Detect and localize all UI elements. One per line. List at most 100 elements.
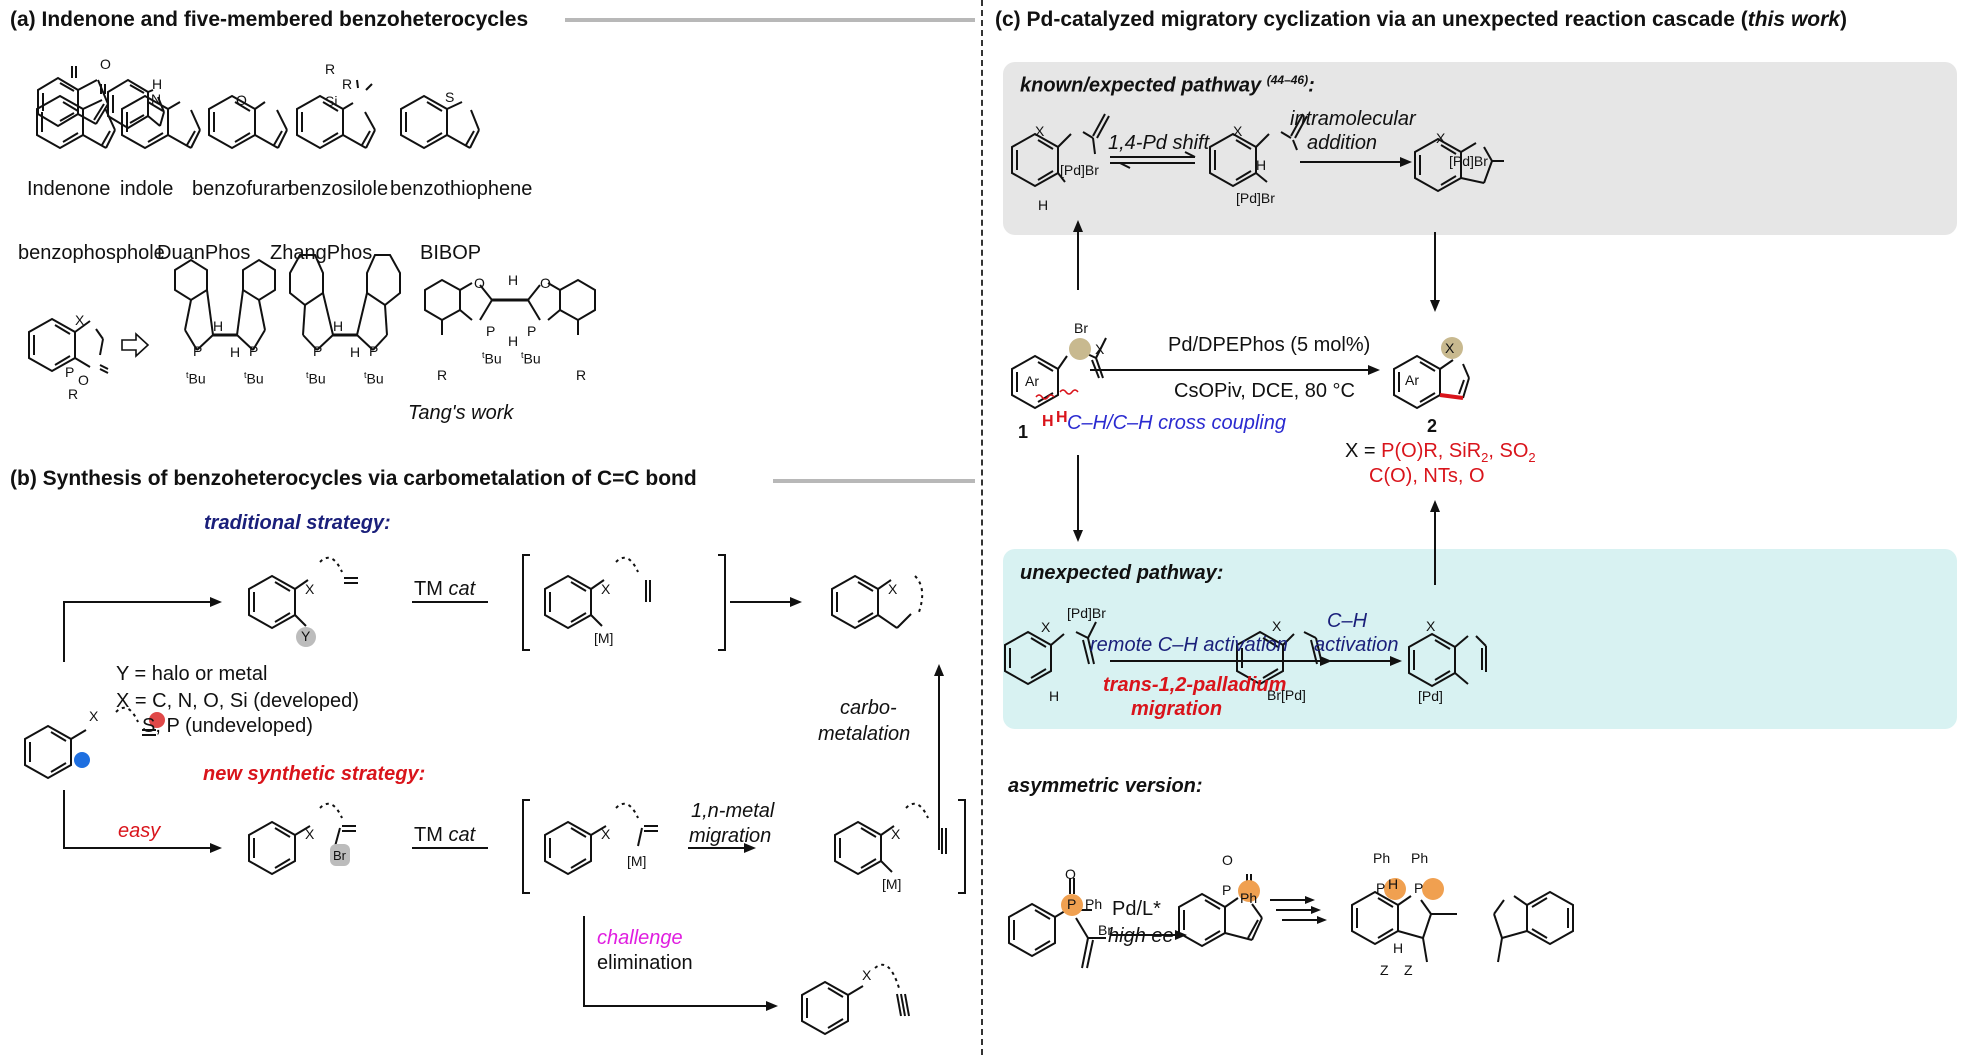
open-arrow-icon xyxy=(121,332,150,358)
metal-migration-label-2: migration xyxy=(689,825,772,847)
section-b-title: (b) Synthesis of benzoheterocycles via c… xyxy=(10,467,697,490)
metal-migration-label-1: 1,n-metal xyxy=(691,800,775,822)
conditions-top: Pd/DPEPhos (5 mol%) xyxy=(1168,334,1371,356)
x-definition: X = C, N, O, Si (developed) xyxy=(116,690,359,712)
known-pathway-label: known/expected pathway (44–46): xyxy=(1020,73,1315,97)
atom-label: X xyxy=(89,708,99,724)
atom-label: X xyxy=(1095,341,1105,357)
atom-label: X xyxy=(888,581,898,597)
y-definition: Y = halo or metal xyxy=(116,663,268,685)
row1-heterocycles xyxy=(36,79,480,150)
blue-ch-dot xyxy=(74,752,90,768)
compound-name: DuanPhos xyxy=(157,242,251,264)
coupling-label: C–H/C–H cross coupling xyxy=(1067,412,1286,434)
atom-label: X xyxy=(1035,123,1045,139)
atom-label: P xyxy=(249,343,259,359)
atom-label: Br xyxy=(333,848,346,863)
atom-label: X xyxy=(1436,130,1446,146)
section-b-scheme xyxy=(24,554,966,1036)
atom-label: P xyxy=(1067,896,1077,912)
atom-label: O xyxy=(1222,852,1233,868)
easy-label: easy xyxy=(118,820,161,842)
traditional-route-arrow xyxy=(63,601,210,662)
atom-label: P xyxy=(486,323,496,339)
ch-activation-label-1: C–H xyxy=(1327,610,1368,632)
pd-shift-label: 1,4-Pd shift xyxy=(1108,132,1210,154)
p-highlight xyxy=(1238,880,1260,902)
traditional-strategy-label: traditional strategy: xyxy=(204,512,391,534)
atom-label: Si xyxy=(325,93,338,109)
atom-label: [Pd]Br xyxy=(1067,605,1106,621)
high-ee-label: high ee xyxy=(1108,925,1174,947)
atom-label: O xyxy=(1065,866,1076,882)
panel-divider xyxy=(981,0,983,1055)
compound-name: ZhangPhos xyxy=(270,242,373,264)
atom-label: X xyxy=(1445,340,1455,356)
remote-ch-label: remote C–H activation xyxy=(1090,634,1288,656)
start-benzene xyxy=(24,706,156,780)
atom-label: H xyxy=(333,318,344,334)
multistep-arrows-icon xyxy=(1270,896,1327,924)
section-c-title: (c) Pd-catalyzed migratory cyclization v… xyxy=(995,8,1847,31)
compound-1-label: 1 xyxy=(1018,422,1029,442)
compound-name: Indenone xyxy=(27,178,111,200)
x-definition-2: S, P (undeveloped) xyxy=(142,715,313,737)
atom-label: [M] xyxy=(882,876,902,892)
tangs-work-note: Tang's work xyxy=(408,402,514,424)
atom-label: P xyxy=(527,323,537,339)
atom-label: X xyxy=(1272,618,1282,634)
atom-label: P xyxy=(1222,882,1232,898)
bond-squiggle xyxy=(1035,394,1055,400)
atom-label: P xyxy=(313,343,323,359)
atom-label: [Pd]Br xyxy=(1060,162,1099,178)
atom-label: Ph xyxy=(1085,896,1103,912)
compound-name: benzofuran xyxy=(192,178,293,200)
atom-label: R xyxy=(576,367,587,383)
atom-label: [Pd]Br xyxy=(1449,153,1488,169)
conditions-bottom: CsOPiv, DCE, 80 °C xyxy=(1174,380,1355,402)
atom-label: Ar xyxy=(1405,372,1419,388)
atom-label: [Pd] xyxy=(1418,688,1443,704)
x-scope: X = P(O)R, SiR2, SO2 xyxy=(1345,440,1536,465)
benzophosphole-ring xyxy=(28,317,109,374)
elimination-label: elimination xyxy=(597,952,693,974)
y-highlight xyxy=(296,627,316,647)
atom-label: Ph xyxy=(1373,850,1391,866)
atom-label: H xyxy=(350,344,361,360)
atom-label: [M] xyxy=(594,630,614,646)
atom-label: H xyxy=(1038,197,1049,213)
row2-structures xyxy=(28,254,596,374)
atom-label: S xyxy=(445,89,455,105)
tm-cat-label: TM cat xyxy=(414,824,476,846)
tbu-label: tBu xyxy=(186,370,206,387)
atom-label: O xyxy=(236,92,247,108)
intramolecular-label-1: intramolecular xyxy=(1290,108,1416,130)
p-highlight xyxy=(1061,894,1083,916)
atom-label: P xyxy=(1414,880,1424,896)
x-highlight xyxy=(1441,337,1463,359)
tbu-label: tBu xyxy=(521,350,541,367)
trans-migration-label-2: migration xyxy=(1131,698,1223,720)
tbu-label: tBu xyxy=(482,350,502,367)
atom-label: Ar xyxy=(1025,373,1039,389)
atom-label: X xyxy=(1233,123,1243,139)
tbu-label: tBu xyxy=(364,370,384,387)
bibop-structure xyxy=(424,278,596,335)
atom-label: X xyxy=(862,967,872,983)
section-a-title: (a) Indenone and five-membered benzohete… xyxy=(10,8,529,31)
compound-name: BIBOP xyxy=(420,242,482,264)
atom-label: O xyxy=(78,372,89,388)
atom-label: H xyxy=(1056,409,1068,426)
atom-label: X xyxy=(75,312,85,328)
atom-label: O xyxy=(474,275,485,291)
red-vinyl-dot xyxy=(149,712,165,728)
atom-label: O xyxy=(100,56,111,72)
p-highlight xyxy=(1384,878,1406,900)
atom-label: R xyxy=(68,386,79,402)
known-pathway-panel xyxy=(1003,62,1957,235)
atom-label: X xyxy=(601,581,611,597)
compound-name: benzosilole xyxy=(288,178,389,200)
atom-label: H xyxy=(508,272,519,288)
section-a-rule xyxy=(565,18,975,22)
atom-label: H xyxy=(508,333,519,349)
